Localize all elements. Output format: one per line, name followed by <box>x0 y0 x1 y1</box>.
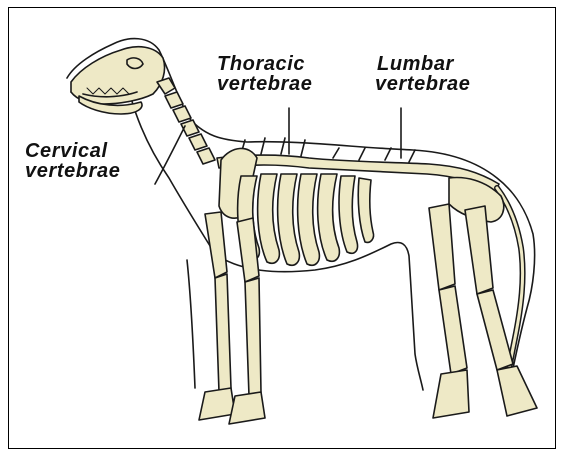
cervical-label-line-1: Cervical <box>25 141 120 161</box>
thoracic-vertebrae-label: Thoracic vertebrae <box>217 54 312 94</box>
cervical-vertebrae-label: Cervical vertebrae <box>25 141 120 181</box>
lumbar-vertebrae-label: Lumbar vertebrae <box>375 54 470 94</box>
cervical-pointer <box>155 126 185 184</box>
diagram-frame: Cervical vertebrae Thoracic vertebrae Lu… <box>8 7 556 449</box>
thoracic-label-line-2: vertebrae <box>217 74 312 94</box>
cervical-label-line-2: vertebrae <box>25 161 120 181</box>
lumbar-label-line-2: vertebrae <box>375 74 470 94</box>
skull <box>71 47 165 104</box>
front-legs <box>199 212 265 424</box>
lumbar-label-line-1: Lumbar <box>375 54 470 74</box>
ribcage <box>238 174 374 265</box>
cervical-vertebrae <box>157 78 215 164</box>
thoracic-label-line-1: Thoracic <box>217 54 312 74</box>
